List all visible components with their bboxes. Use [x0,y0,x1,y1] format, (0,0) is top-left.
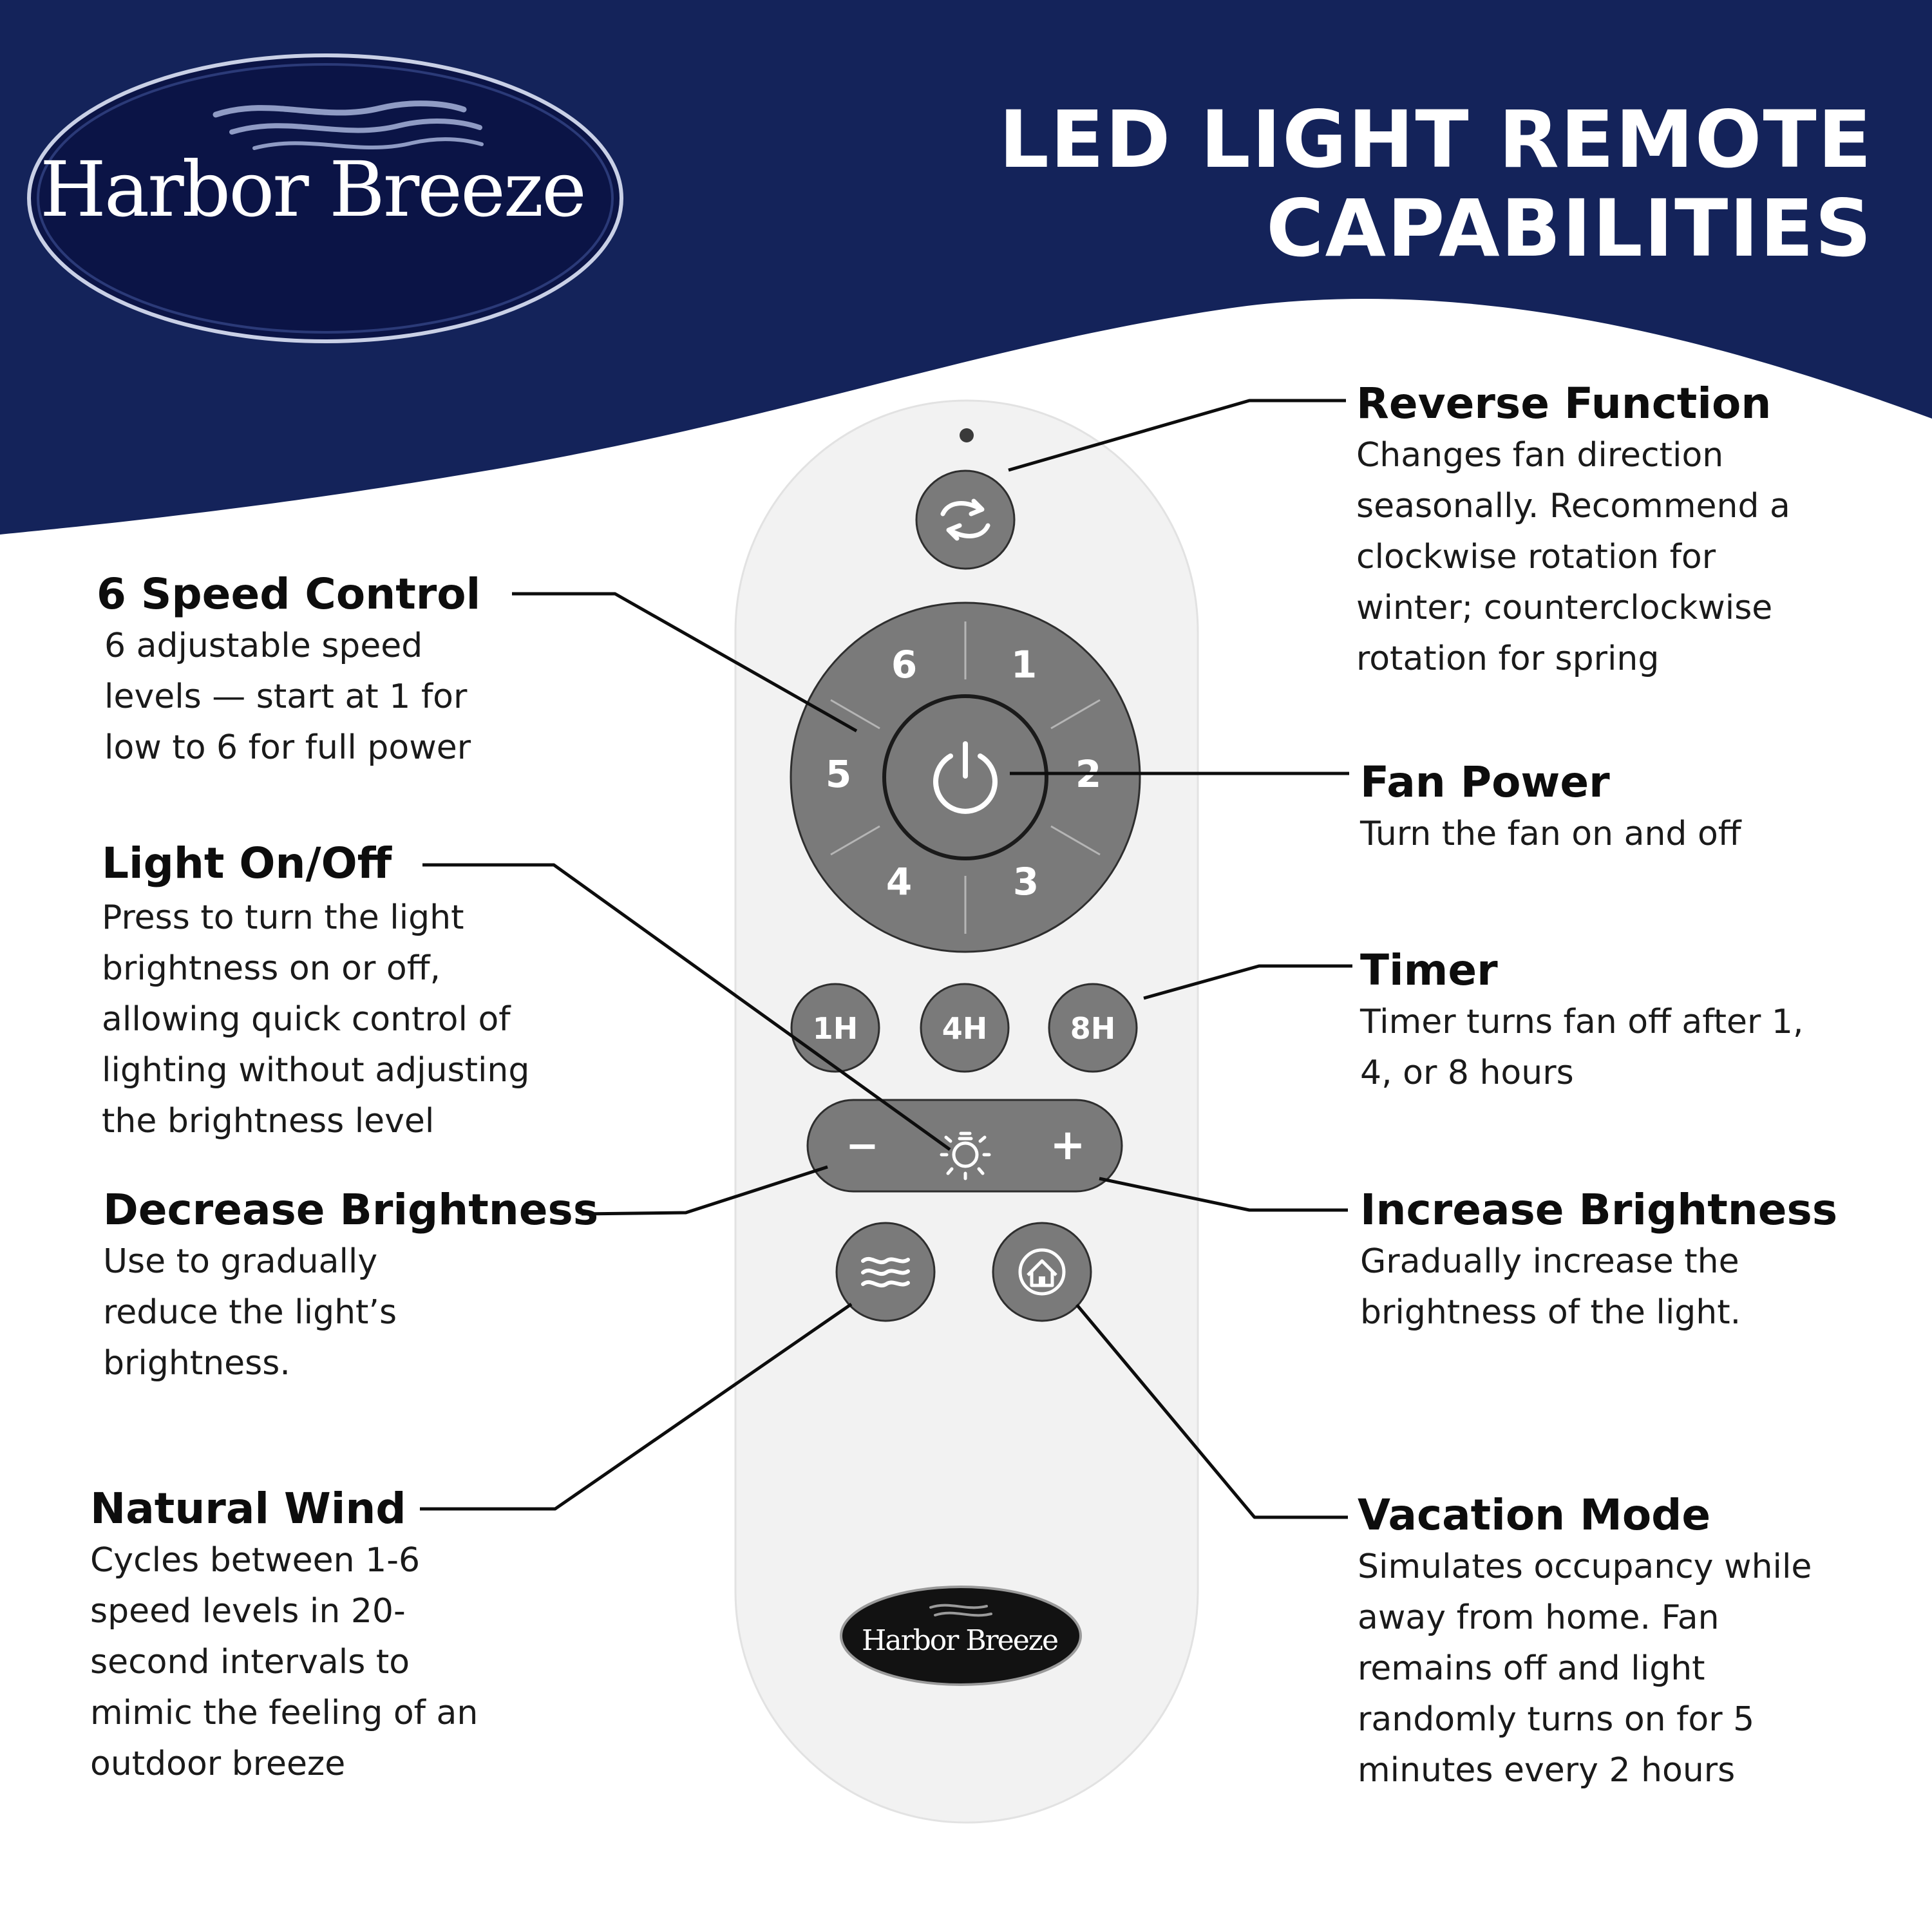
callout-natural-wind: Natural Wind Cycles between 1-6 speed le… [90,1482,478,1790]
page-title-line-2: CAPABILITIES [1266,183,1873,274]
speed-button-6[interactable]: 6 [891,643,917,687]
callout-increase-brightness: Increase Brightness Gradually increase t… [1360,1184,1837,1338]
timer-button-label: 8H [1070,1011,1116,1046]
increase-brightness-button[interactable]: + [1050,1120,1085,1170]
timer-button-4h[interactable]: 4H [920,983,1010,1073]
callout-description: 6 adjustable speed levels — start at 1 f… [104,627,471,767]
page-title-line-1: LED LIGHT REMOTE [999,94,1873,185]
callout-description: Changes fan direction seasonally. Recomm… [1356,436,1790,678]
callout-title: Timer [1360,945,1498,995]
callout-reverse-function: Reverse Function Changes fan direction s… [1356,377,1790,685]
callout-light-on-off: Light On/Off Press to turn the light bri… [102,837,529,1147]
callout-title: Vacation Mode [1358,1490,1711,1540]
timer-button-shape[interactable] [920,983,1010,1073]
callout-description: Timer turns fan off after 1, 4, or 8 hou… [1360,1003,1804,1092]
leader-line-decrease [581,1165,828,1216]
leader-line-increase [1099,1177,1348,1212]
brightness-bar: − + [806,1099,1123,1193]
vacation-mode-button[interactable] [992,1222,1092,1322]
callout-title: Increase Brightness [1360,1185,1838,1235]
decrease-brightness-button[interactable]: − [846,1122,879,1169]
leader-line-speed [512,592,858,733]
reverse-arrows-icon [940,498,990,541]
timer-button-label: 4H [942,1011,988,1046]
leader-line-vacation [1075,1303,1348,1519]
light-bulb-icon [940,1132,991,1180]
home-icon [1018,1248,1066,1296]
speed-button-3[interactable]: 3 [1013,860,1039,904]
dial-dividers [830,621,1101,934]
brand-logo-text: Harbor Breeze [40,145,585,234]
timer-button-label: 1H [813,1011,858,1046]
callout-description: Gradually increase the brightness of the… [1360,1242,1741,1332]
callout-speed-control: 6 Speed Control 6 adjustable speed level… [97,568,480,773]
indicator-led [960,428,974,442]
callout-description: Simulates occupancy while away from home… [1358,1548,1812,1790]
page-title: LED LIGHT REMOTE CAPABILITIES [907,95,1873,273]
callout-description: Turn the fan on and off [1360,815,1741,853]
callout-title: Light On/Off [102,838,392,888]
leader-line-timer [1143,964,1352,1000]
brand-logo: Harbor Breeze [27,53,623,343]
leader-line-reverse [1008,399,1346,472]
speed-button-4[interactable]: 4 [886,860,912,904]
speed-button-1[interactable]: 1 [1011,643,1037,687]
callout-title: Decrease Brightness [103,1185,599,1235]
power-button[interactable] [882,694,1048,860]
timer-button-1h[interactable]: 1H [790,983,880,1073]
leader-line-light [422,863,951,1151]
light-button[interactable] [940,1132,991,1180]
callout-decrease-brightness: Decrease Brightness Use to gradually red… [103,1184,598,1389]
leader-line-wind [420,1302,853,1511]
callout-description: Press to turn the light brightness on or… [102,898,530,1141]
callout-title: Natural Wind [90,1484,406,1533]
leader-lines [420,399,1352,1519]
natural-wind-button[interactable] [835,1222,936,1322]
callout-description: Cycles between 1-6 speed levels in 20- s… [90,1541,478,1783]
timer-button-8h[interactable]: 8H [1048,983,1138,1073]
callout-title: Reverse Function [1356,379,1772,428]
remote-brand-logo: Harbor Breeze [840,1586,1082,1686]
power-icon [933,741,998,814]
callout-fan-power: Fan Power Turn the fan on and off [1360,756,1741,860]
speed-button-5[interactable]: 5 [826,752,851,796]
timer-button-shape[interactable] [1048,983,1138,1073]
remote-brand-text: Harbor Breeze [862,1624,1057,1657]
callout-description: Use to gradually reduce the light’s brig… [103,1242,397,1383]
callout-timer: Timer Timer turns fan off after 1, 4, or… [1360,944,1804,1099]
reverse-button[interactable] [915,469,1016,570]
callout-title: Fan Power [1360,757,1610,807]
wind-waves-icon [861,1256,910,1287]
callout-title: 6 Speed Control [97,569,481,619]
callout-vacation-mode: Vacation Mode Simulates occupancy while … [1358,1489,1812,1796]
